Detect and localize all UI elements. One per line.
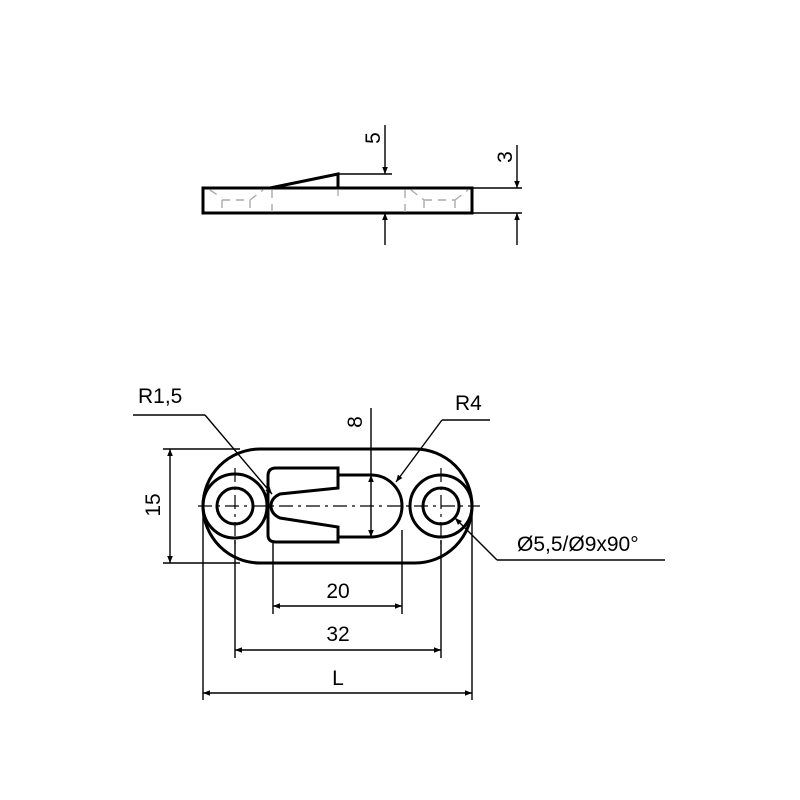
hidden-lines	[209, 189, 469, 213]
dim-l-label: L	[332, 667, 344, 690]
dim-20-label: 20	[326, 580, 349, 603]
dim-32-label: 32	[326, 623, 349, 646]
top-view: 15 8 R1,5 R4 Ø5,5/Ø9x90° 20 32 L	[133, 385, 665, 700]
side-view: 5 3	[201, 125, 522, 245]
dim-5-label: 5	[362, 132, 385, 144]
dim-15-label: 15	[142, 493, 165, 516]
spring-tongue	[266, 466, 340, 544]
slot	[338, 473, 404, 539]
center-lines	[198, 468, 480, 545]
r4-label: R4	[455, 392, 482, 415]
bottom-extension-lines	[202, 510, 473, 700]
dim-3-label: 3	[494, 151, 517, 163]
dim-15-extension	[163, 448, 240, 564]
hole-spec-leader	[454, 517, 498, 561]
r15-label: R1,5	[138, 385, 182, 408]
hole-spec-label: Ø5,5/Ø9x90°	[517, 533, 639, 556]
r4-leader	[395, 419, 443, 483]
dim-8-label: 8	[344, 416, 367, 428]
r15-leader	[204, 414, 273, 495]
extension-lines	[338, 173, 522, 214]
wedge-profile	[269, 172, 340, 190]
